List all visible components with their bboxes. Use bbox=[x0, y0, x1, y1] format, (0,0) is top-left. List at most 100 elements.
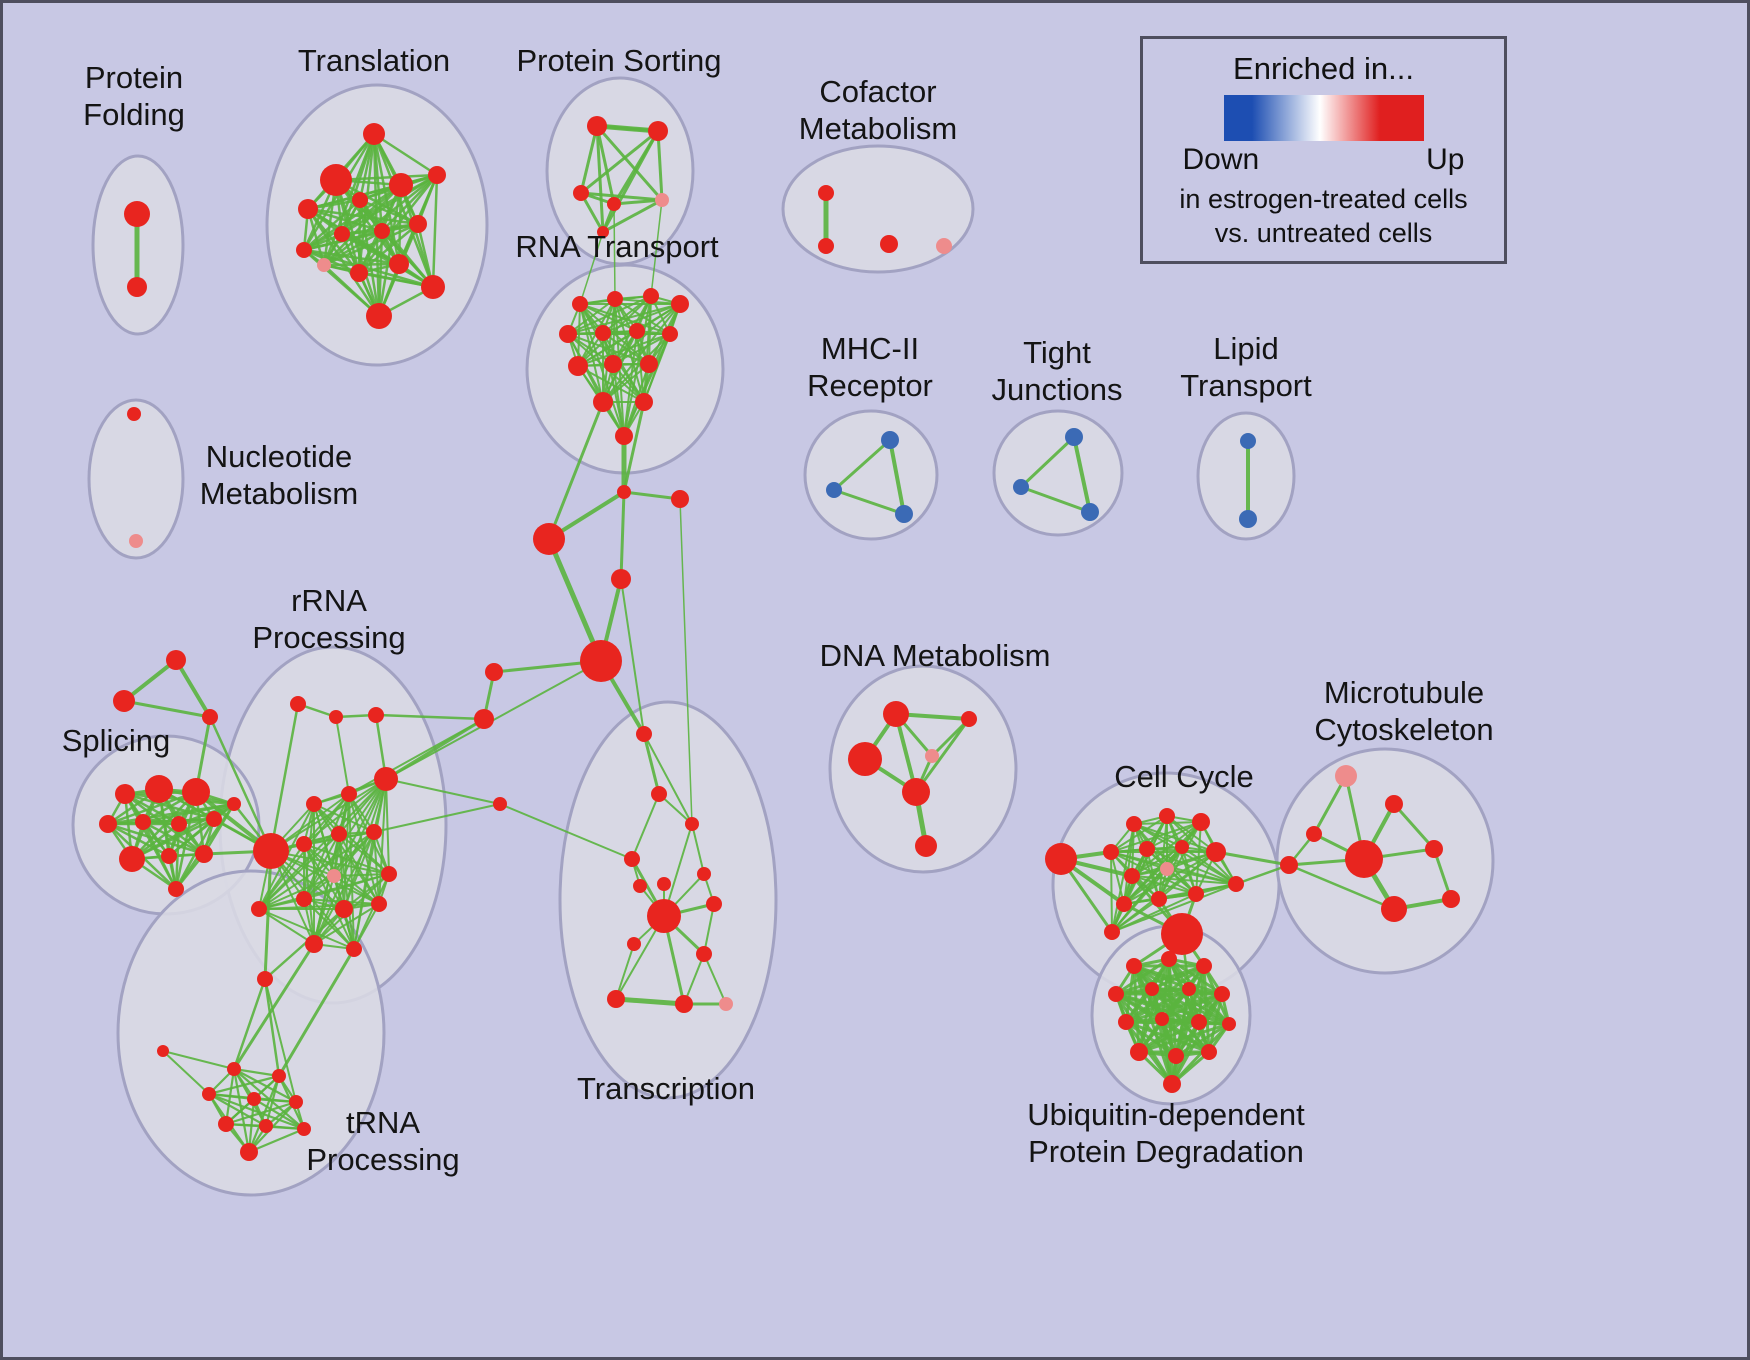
gene-set-node bbox=[1145, 982, 1159, 996]
network-edge bbox=[258, 908, 315, 945]
gene-set-node bbox=[671, 295, 689, 313]
gene-set-node bbox=[657, 877, 671, 891]
network-edge bbox=[577, 333, 671, 367]
gene-set-node bbox=[227, 1062, 241, 1076]
network-edge bbox=[302, 198, 362, 252]
network-edge bbox=[1110, 815, 1168, 853]
gene-set-node bbox=[182, 778, 210, 806]
gene-set-node bbox=[624, 851, 640, 867]
network-edge bbox=[1170, 964, 1206, 1086]
gene-set-node bbox=[818, 238, 834, 254]
gene-set-node bbox=[627, 937, 641, 951]
network-edge bbox=[208, 715, 273, 853]
network-edge bbox=[595, 124, 660, 133]
gene-set-node bbox=[611, 569, 631, 589]
gene-set-node bbox=[880, 235, 898, 253]
network-edge bbox=[333, 873, 390, 877]
network-edge bbox=[302, 248, 435, 289]
network-edge bbox=[832, 438, 892, 492]
gene-set-node bbox=[161, 848, 177, 864]
network-edge bbox=[335, 716, 350, 795]
network-edge bbox=[602, 303, 681, 334]
gene-set-node bbox=[1228, 876, 1244, 892]
network-edge bbox=[602, 332, 645, 403]
network-edge bbox=[642, 732, 661, 796]
gene-set-node bbox=[936, 238, 952, 254]
network-edge bbox=[613, 203, 616, 300]
gene-set-node bbox=[1116, 896, 1132, 912]
network-edge bbox=[377, 229, 384, 318]
gene-set-node bbox=[1192, 813, 1210, 831]
gene-set-node bbox=[597, 226, 609, 238]
network-edge bbox=[353, 873, 390, 950]
gene-set-node bbox=[306, 796, 322, 812]
network-edge bbox=[1110, 821, 1202, 853]
gene-set-node bbox=[305, 935, 323, 953]
gene-set-node bbox=[195, 845, 213, 863]
network-edge bbox=[1111, 823, 1135, 933]
gene-set-node bbox=[640, 355, 658, 373]
gene-set-node bbox=[895, 505, 913, 523]
gene-set-node bbox=[247, 1092, 261, 1106]
gene-set-node bbox=[633, 879, 647, 893]
network-edge bbox=[1146, 821, 1202, 850]
gene-set-node bbox=[1159, 808, 1175, 824]
network-edge bbox=[1234, 863, 1291, 886]
network-edge bbox=[1170, 992, 1224, 1086]
network-edge bbox=[306, 207, 384, 233]
gene-set-node bbox=[648, 121, 668, 141]
gene-set-node bbox=[572, 296, 588, 312]
gene-set-node bbox=[881, 431, 899, 449]
network-edge bbox=[358, 198, 420, 226]
network-edge bbox=[106, 790, 198, 826]
network-edge bbox=[334, 173, 439, 182]
gene-set-node bbox=[374, 223, 390, 239]
network-edge bbox=[258, 843, 305, 910]
network-edge bbox=[122, 658, 178, 703]
network-edge bbox=[338, 833, 390, 875]
network-edge bbox=[303, 778, 387, 845]
gene-set-node bbox=[371, 896, 387, 912]
network-edge bbox=[602, 333, 671, 403]
gene-set-node bbox=[389, 173, 413, 197]
network-edge bbox=[167, 802, 236, 858]
cluster-label-transcription: Transcription bbox=[577, 1071, 755, 1106]
network-edge bbox=[703, 903, 715, 955]
gene-set-node bbox=[1104, 924, 1120, 940]
gene-set-node bbox=[368, 707, 384, 723]
gene-set-node bbox=[166, 650, 186, 670]
gene-set-node bbox=[655, 193, 669, 207]
gene-set-node bbox=[1163, 1075, 1181, 1093]
network-edge bbox=[601, 198, 664, 234]
gene-set-node bbox=[595, 325, 611, 341]
gene-set-node bbox=[617, 485, 631, 499]
gene-set-node bbox=[352, 192, 368, 208]
network-edge bbox=[832, 488, 906, 516]
network-edge bbox=[1131, 875, 1237, 885]
network-edge bbox=[252, 1097, 306, 1131]
gene-set-node bbox=[1280, 856, 1298, 874]
network-edge bbox=[1123, 868, 1168, 905]
network-edge bbox=[643, 733, 693, 825]
network-edge bbox=[313, 778, 387, 945]
network-edge bbox=[162, 1050, 235, 1070]
gene-set-node bbox=[651, 786, 667, 802]
network-edge bbox=[1137, 1020, 1201, 1054]
gene-set-node bbox=[1130, 1043, 1148, 1061]
gene-set-node bbox=[251, 901, 267, 917]
network-edge bbox=[1131, 875, 1197, 895]
gene-set-node bbox=[297, 1122, 311, 1136]
network-edge bbox=[1124, 987, 1191, 1024]
network-edge bbox=[602, 295, 652, 334]
network-edge bbox=[1110, 851, 1113, 933]
network-edge bbox=[601, 129, 660, 234]
gene-set-node bbox=[1161, 951, 1177, 967]
gene-set-node bbox=[428, 166, 446, 184]
network-edge bbox=[357, 173, 439, 275]
gene-set-node bbox=[202, 709, 218, 725]
network-edge bbox=[252, 1097, 298, 1104]
